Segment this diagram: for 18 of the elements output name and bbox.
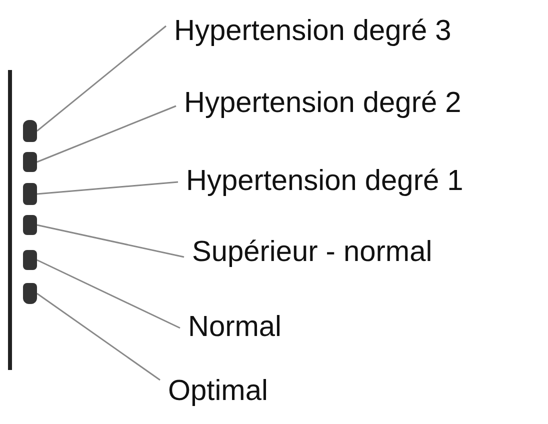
leader-line — [36, 25, 166, 132]
category-label: Hypertension degré 3 — [174, 14, 452, 50]
scale-segment — [23, 183, 37, 205]
leader-line — [36, 224, 184, 258]
scale-segment — [23, 250, 37, 270]
leader-line — [36, 181, 178, 195]
category-label: Hypertension degré 2 — [184, 86, 462, 122]
category-label: Hypertension degré 1 — [186, 164, 464, 200]
leader-line — [36, 292, 160, 381]
leader-line — [36, 105, 176, 163]
category-label: Normal — [188, 310, 282, 346]
scale-segment — [23, 215, 37, 235]
scale-segment — [23, 283, 37, 304]
scale-segment — [23, 152, 37, 172]
scale-segment — [23, 120, 37, 142]
category-label: Optimal — [168, 374, 268, 410]
category-label: Supérieur - normal — [192, 235, 432, 270]
leader-line — [36, 259, 180, 329]
